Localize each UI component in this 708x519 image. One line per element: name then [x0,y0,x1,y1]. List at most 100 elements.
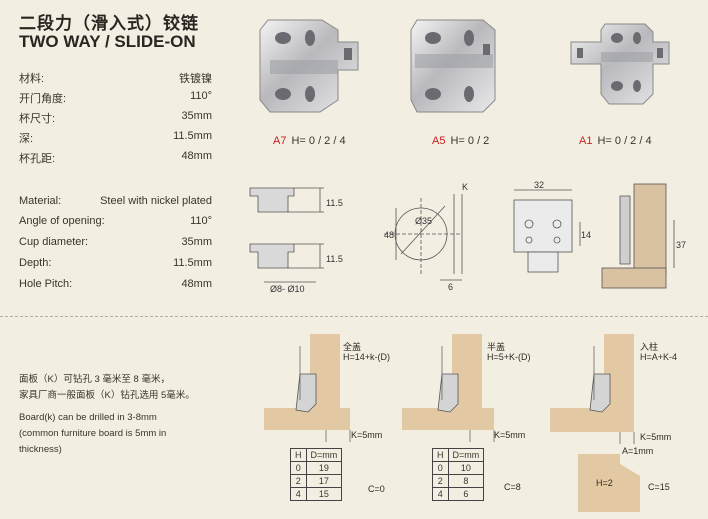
page-title-en: TWO WAY / SLIDE-ON [19,32,196,51]
spec-row: 杯尺寸: 35mm [19,110,212,125]
dim-plate-width: 32 [534,180,544,190]
spec-label: 深: [19,133,34,145]
overlay-half-title: 半盖 [487,342,506,352]
table-cell: 8 [447,474,485,488]
model-label-a7: A7 H= 0 / 2 / 4 [273,135,346,147]
spec-value: 11.5mm [173,130,212,142]
spec-label: 杯孔距: [19,153,56,165]
spec-value: 35mm [181,110,212,122]
spec-row: Material: Steel with nickel plated [19,195,212,209]
spec-value: 110° [190,215,212,227]
table-cell: 0 [290,461,307,475]
table-cell: 0 [432,461,449,475]
table-header: D=mm [305,448,343,462]
overlay-full-c: C=0 [368,484,385,494]
inset-formula: H=A+K-4 [640,352,678,362]
dim-cup-depth-2: 11.5 [326,254,343,264]
spec-row: Angle of opening: 110° [19,215,212,229]
spec-label: Cup diameter: [19,236,89,248]
spec-label: Material: [19,195,62,207]
table-cell: 4 [432,487,449,501]
dim-hole-pitch: 48 [384,230,394,240]
spec-label: 杯尺寸: [19,113,56,125]
overlay-full-k: K=5mm [351,430,383,440]
table-cell: 15 [305,487,343,501]
dim-cup-diameter: Ø35 [415,216,432,226]
technical-drawings: 11.5 11.5 Ø8- Ø10 Ø35 48 K 6 32 14 37 [249,180,686,294]
inset-title: 入柱 [640,342,659,352]
inset-a: A=1mm [622,446,654,456]
note-line: 面板（K）可钻孔 3 毫米至 8 毫米， [19,374,170,385]
model-height: H= 0 / 2 [450,135,490,147]
note-line: Board(k) can be drilled in 3-8mm [19,412,157,423]
spec-row: Cup diameter: 35mm [19,236,212,250]
table-header: D=mm [447,448,485,462]
spec-row: 深: 11.5mm [19,130,212,145]
spec-label: 材料: [19,73,45,85]
spec-row: 开门角度: 110° [19,90,212,105]
spec-value: 铁镀镍 [179,73,212,85]
dim-edge-distance: 6 [448,282,453,292]
overlay-half-k: K=5mm [494,430,526,440]
table-cell: 10 [447,461,485,475]
spec-value: 35mm [181,236,212,248]
spec-value: Steel with nickel plated [100,195,212,207]
drilling-note: 面板（K）可钻孔 3 毫米至 8 毫米， 家具厂商一般面板（K）钻孔选用 5毫米… [19,372,195,458]
hinge-plate-a7-image [259,19,359,113]
table-header: H [290,448,307,462]
spec-label: Hole Pitch: [19,278,73,290]
spec-label: 开门角度: [19,93,67,105]
overlay-full-title: 全盖 [343,342,362,352]
overlay-half-formula: H=5+K-(D) [487,352,531,362]
model-height: H= 0 / 2 / 4 [291,135,346,147]
note-line: (common furniture board is 5mm in [19,428,167,439]
note-line: 家具厂商一般面板（K）钻孔选用 5毫米。 [19,390,195,401]
spec-row: Hole Pitch: 48mm [19,278,212,292]
spec-label: Depth: [19,257,52,269]
model-label-a1: A1 H= 0 / 2 / 4 [579,135,652,147]
table-cell: 2 [432,474,449,488]
spec-label: Angle of opening: [19,215,105,227]
table-cell: 6 [447,487,485,501]
dim-plate-height: 14 [581,230,591,240]
installation-diagrams [264,334,640,512]
spec-row: 材料: 铁镀镍 [19,70,212,85]
hinge-plate-a5-image [410,19,496,113]
table-cell: 2 [290,474,307,488]
spec-value: 48mm [181,278,212,290]
inset-k: K=5mm [640,432,672,442]
inset-h: H=2 [596,478,613,488]
model-label-a5: A5 H= 0 / 2 [432,135,489,147]
model-height: H= 0 / 2 / 4 [597,135,652,147]
dim-side-height: 37 [676,240,686,250]
dim-cup-depth: 11.5 [326,198,343,208]
table-header: H [432,448,449,462]
model-code: A1 [579,135,593,147]
page-title-cn: 二段力（滑入式）铰链 [19,14,199,33]
model-code: A5 [432,135,446,147]
inset-c: C=15 [648,482,670,492]
spec-value: 110° [190,90,212,102]
spec-value: 48mm [181,150,212,162]
note-line: thickness) [19,444,62,455]
spec-value: 11.5mm [173,257,212,269]
model-code: A7 [273,135,287,147]
table-cell: 17 [305,474,343,488]
spec-row: Depth: 11.5mm [19,257,212,271]
overlay-half-c: C=8 [504,482,521,492]
hinge-plate-a1-image [570,23,670,105]
section-divider [0,316,708,317]
overlay-full-formula: H=14+k-(D) [343,352,391,362]
dim-k: K [462,182,468,192]
table-cell: 4 [290,487,307,501]
